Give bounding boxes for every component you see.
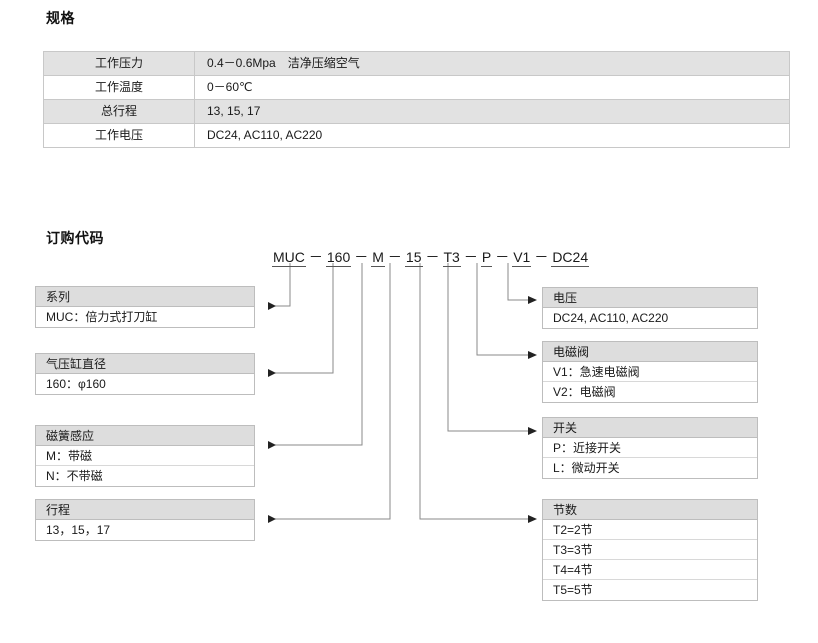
code-segment-magnet: M [371, 249, 385, 267]
legend-box-row: T3=3节 [543, 540, 757, 560]
legend-box-row: T5=5节 [543, 580, 757, 600]
legend-box-row: 160：φ160 [36, 374, 254, 394]
spec-value: 13, 15, 17 [194, 99, 790, 124]
code-dash: － [463, 249, 478, 265]
code-segment-sections: T3 [442, 249, 461, 267]
legend-box-voltage: 电压 DC24, AC110, AC220 [542, 287, 758, 329]
legend-box-row: MUC：倍力式打刀缸 [36, 307, 254, 327]
spec-label: 工作温度 [43, 75, 195, 100]
legend-box-magnet: 磁簧感应 M：带磁 N：不带磁 [35, 425, 255, 487]
code-dash: － [387, 249, 402, 265]
table-row: 工作压力 0.4－0.6Mpa 洁净压缩空气 [43, 51, 790, 76]
legend-box-header: 开关 [543, 418, 757, 438]
legend-box-header: 电磁阀 [543, 342, 757, 362]
code-dash: － [534, 249, 549, 265]
table-row: 工作电压 DC24, AC110, AC220 [43, 123, 790, 148]
code-segment-bore: 160 [325, 249, 352, 267]
legend-box-header: 气压缸直径 [36, 354, 254, 374]
code-segment-switch: P [480, 249, 493, 267]
order-code-section-title: 订购代码 [46, 230, 104, 246]
code-dash: － [425, 249, 440, 265]
specification-table: 工作压力 0.4－0.6Mpa 洁净压缩空气 工作温度 0－60℃ 总行程 13… [43, 51, 790, 148]
spec-value: 0.4－0.6Mpa 洁净压缩空气 [194, 51, 790, 76]
legend-box-row: DC24, AC110, AC220 [543, 308, 757, 328]
legend-box-header: 行程 [36, 500, 254, 520]
legend-box-valve: 电磁阀 V1：急速电磁阀 V2：电磁阀 [542, 341, 758, 403]
spec-value: DC24, AC110, AC220 [194, 123, 790, 148]
legend-box-sections: 节数 T2=2节 T3=3节 T4=4节 T5=5节 [542, 499, 758, 601]
legend-box-row: T4=4节 [543, 560, 757, 580]
legend-box-row: M：带磁 [36, 446, 254, 466]
legend-box-row: P：近接开关 [543, 438, 757, 458]
legend-box-header: 磁簧感应 [36, 426, 254, 446]
product-code-string: MUC－160－M－15－T3－P－V1－DC24 [272, 247, 590, 267]
legend-box-switch: 开关 P：近接开关 L：微动开关 [542, 417, 758, 479]
legend-box-row: L：微动开关 [543, 458, 757, 478]
table-row: 工作温度 0－60℃ [43, 75, 790, 100]
table-row: 总行程 13, 15, 17 [43, 99, 790, 124]
legend-box-bore: 气压缸直径 160：φ160 [35, 353, 255, 395]
spec-label: 总行程 [43, 99, 195, 124]
spec-section-title: 规格 [46, 10, 75, 26]
legend-box-series: 系列 MUC：倍力式打刀缸 [35, 286, 255, 328]
code-dash: － [354, 249, 369, 265]
legend-box-header: 系列 [36, 287, 254, 307]
legend-box-row: V1：急速电磁阀 [543, 362, 757, 382]
legend-box-row: V2：电磁阀 [543, 382, 757, 402]
legend-box-row: T2=2节 [543, 520, 757, 540]
code-segment-voltage: DC24 [551, 249, 590, 267]
code-dash: － [495, 249, 510, 265]
code-dash: － [308, 249, 323, 265]
spec-label: 工作压力 [43, 51, 195, 76]
specification-table-body: 工作压力 0.4－0.6Mpa 洁净压缩空气 工作温度 0－60℃ 总行程 13… [43, 51, 790, 148]
legend-box-row: 13，15，17 [36, 520, 254, 540]
legend-box-header: 电压 [543, 288, 757, 308]
code-segment-stroke: 15 [404, 249, 423, 267]
legend-box-header: 节数 [543, 500, 757, 520]
code-segment-valve: V1 [512, 249, 532, 267]
code-segment-series: MUC [272, 249, 306, 267]
legend-box-stroke: 行程 13，15，17 [35, 499, 255, 541]
order-code-diagram: MUC－160－M－15－T3－P－V1－DC24 系列 MUC：倍力式打刀缸 … [0, 245, 818, 643]
spec-value: 0－60℃ [194, 75, 790, 100]
legend-box-row: N：不带磁 [36, 466, 254, 486]
spec-label: 工作电压 [43, 123, 195, 148]
